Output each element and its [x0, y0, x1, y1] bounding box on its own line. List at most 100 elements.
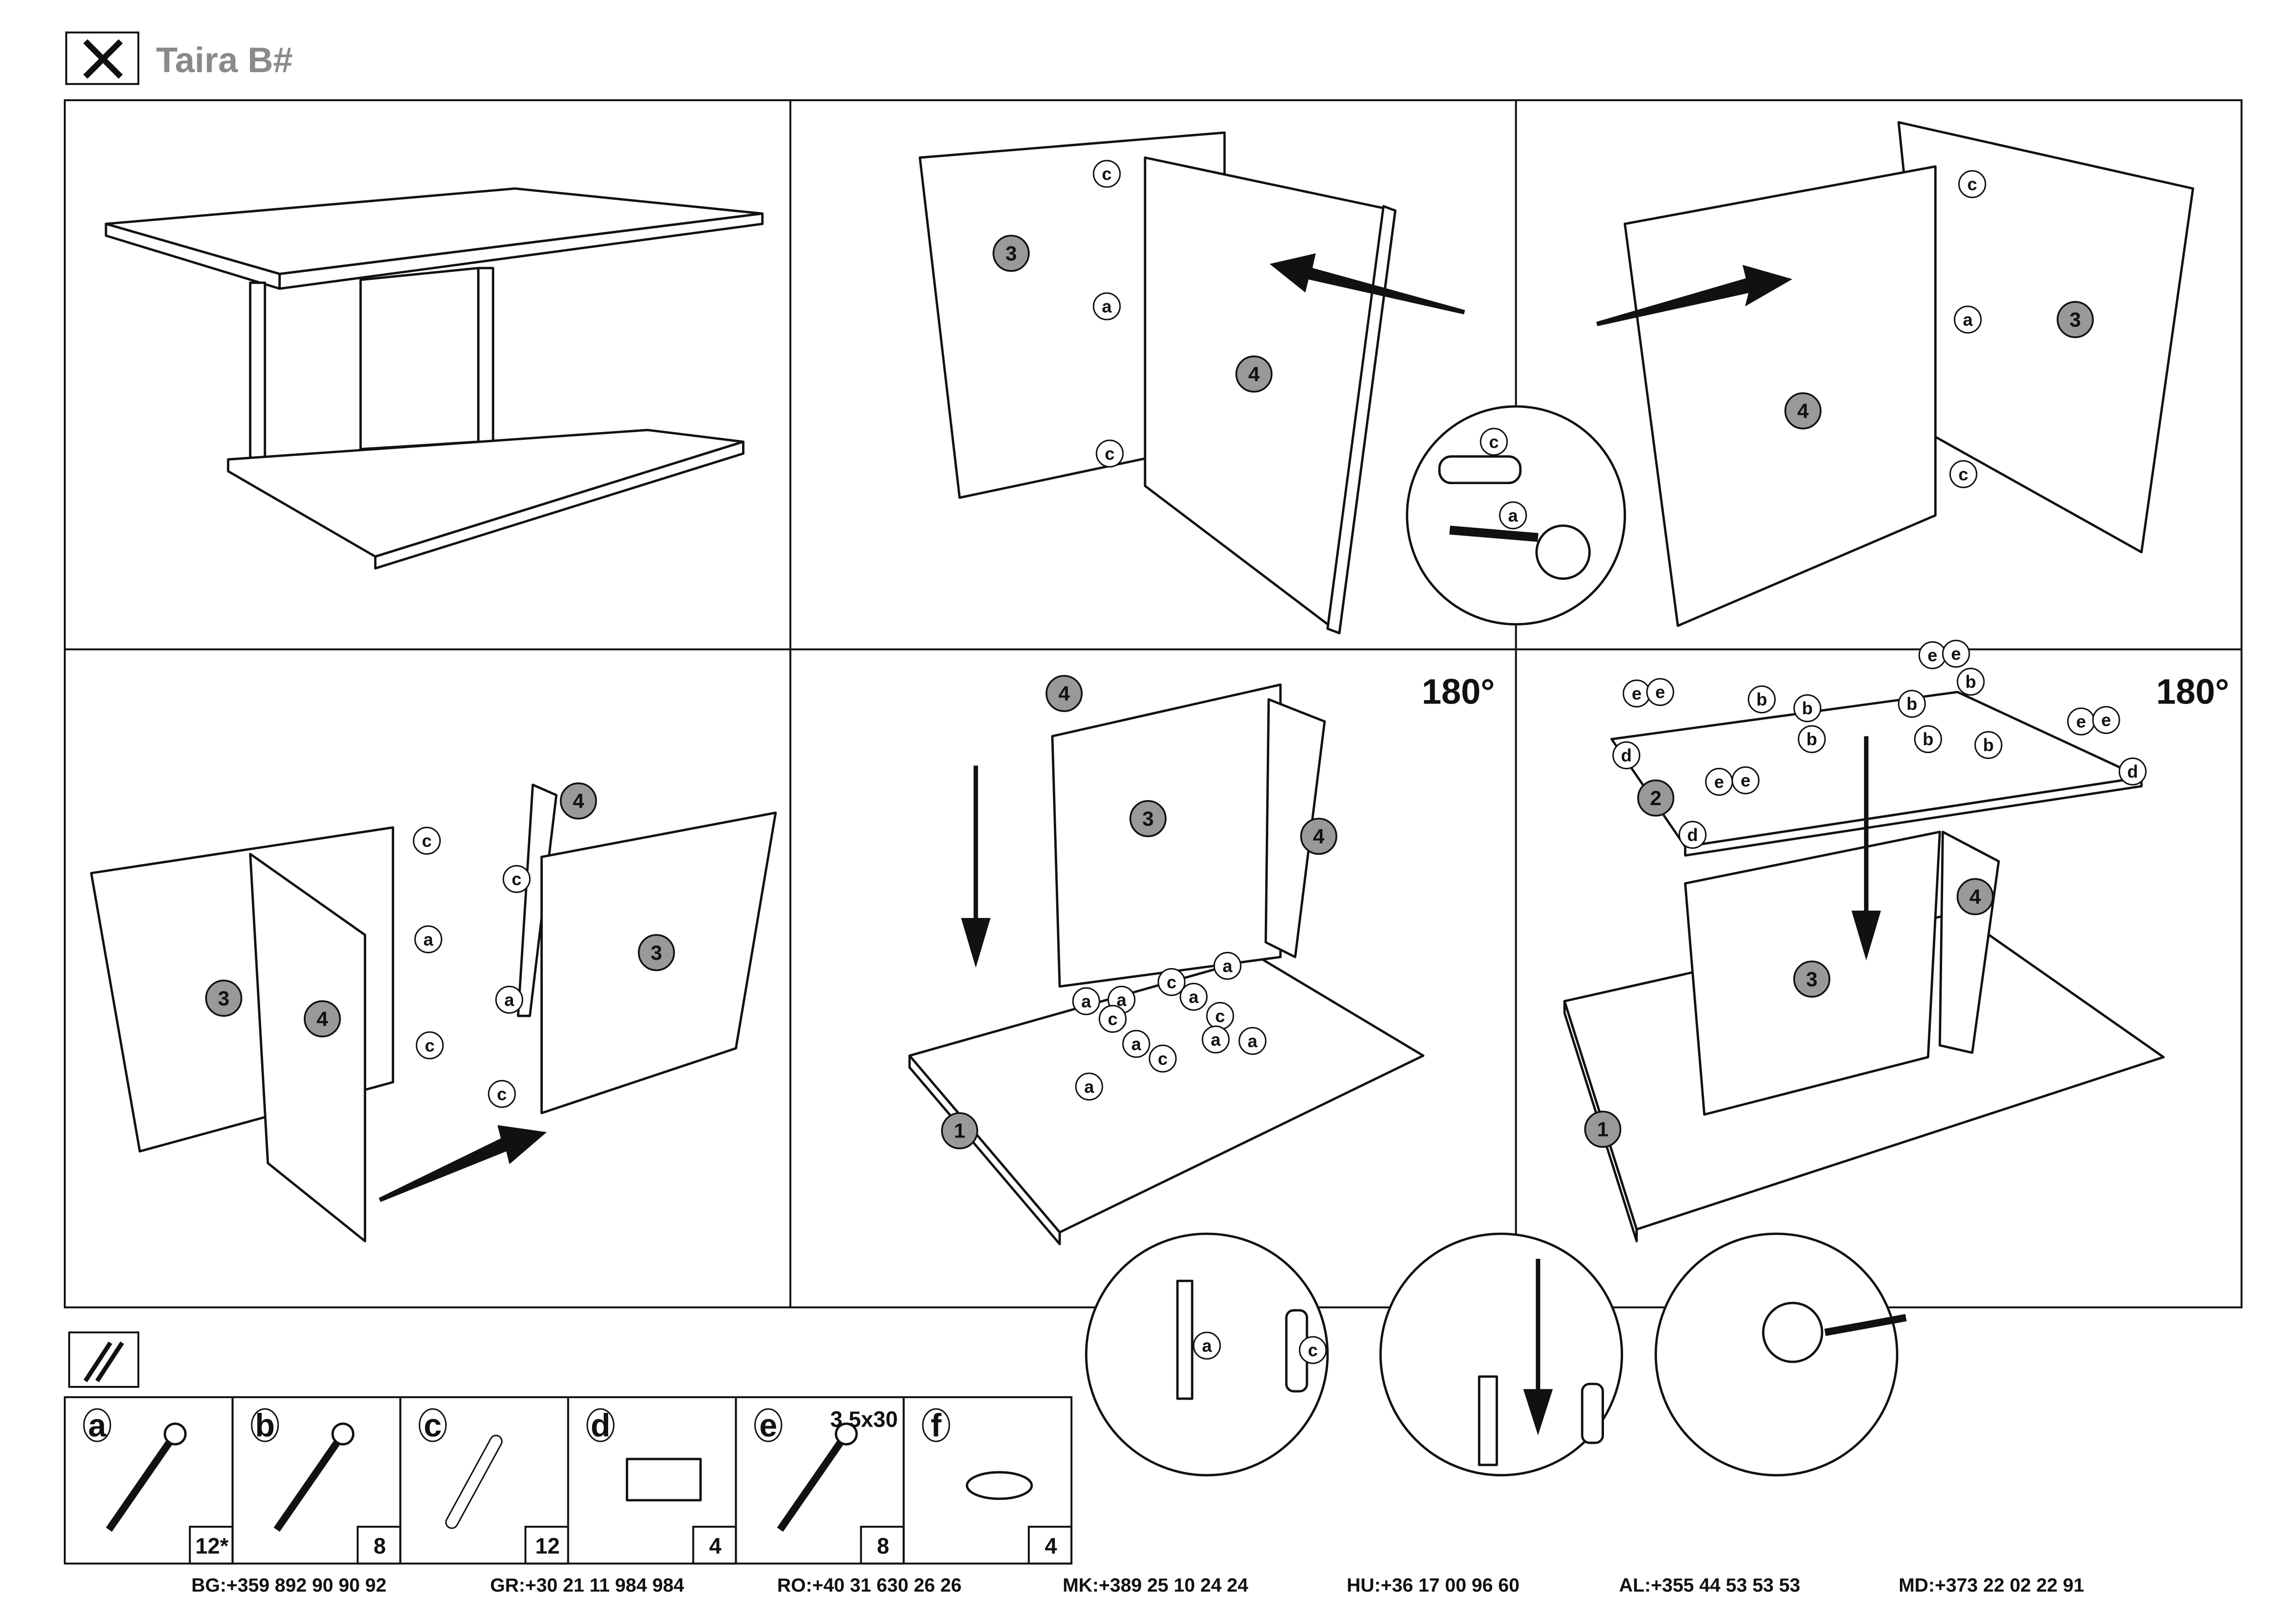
part-d-drawing	[626, 1458, 702, 1502]
part-f: f4	[903, 1396, 1073, 1565]
phone-bg: BG:+359 892 90 90 92	[191, 1575, 387, 1596]
support-phones: BG:+359 892 90 90 92 GR:+30 21 11 984 984…	[191, 1575, 2084, 1596]
svg-text:a: a	[1102, 296, 1112, 316]
phone-number: +359 892 90 90 92	[226, 1575, 386, 1596]
svg-text:c: c	[1308, 1340, 1318, 1360]
svg-text:a: a	[1211, 1029, 1221, 1050]
part-number-3: 3	[992, 235, 1030, 272]
phone-gr: GR:+30 21 11 984 984	[490, 1575, 685, 1596]
svg-text:a: a	[1189, 987, 1199, 1007]
part-number-4: 4	[1045, 675, 1083, 712]
country-code: GR:	[490, 1575, 525, 1596]
part-count: 12*	[195, 1533, 229, 1558]
svg-text:c: c	[1102, 164, 1112, 184]
svg-text:3: 3	[1806, 968, 1817, 991]
svg-text:a: a	[1248, 1031, 1258, 1051]
detail-zoom-circle: c a	[1406, 405, 1626, 626]
svg-text:4: 4	[317, 1007, 328, 1030]
svg-text:a: a	[424, 929, 434, 949]
callout-c: c	[1958, 170, 1986, 198]
svg-text:2: 2	[1650, 786, 1661, 810]
part-number-3: 3	[1129, 800, 1167, 838]
svg-text:1: 1	[954, 1119, 965, 1142]
svg-text:e: e	[1740, 770, 1750, 790]
part-f-drawing	[965, 1471, 1033, 1500]
svg-text:d: d	[1621, 745, 1632, 765]
phone-al: AL:+355 44 53 53 53	[1619, 1575, 1800, 1596]
svg-text:4: 4	[1248, 362, 1260, 385]
part-letter: b	[255, 1407, 275, 1443]
svg-text:a: a	[1117, 990, 1127, 1010]
svg-text:b: b	[1906, 694, 1917, 714]
phone-number: +355 44 53 53 53	[1651, 1575, 1800, 1596]
step-3-join-panels: 4 3 c a c	[1596, 121, 2194, 627]
phone-number: +373 22 02 22 91	[1935, 1575, 2084, 1596]
callouts: e e b b b e e b b b e e b e e d d d	[1612, 640, 2147, 849]
svg-text:b: b	[1756, 689, 1767, 709]
screws-icon	[68, 1331, 139, 1388]
tools-icon	[65, 31, 139, 85]
detail-zoom-tighten-cam	[1655, 1232, 1907, 1477]
country-code: RO:	[777, 1575, 812, 1596]
svg-text:3: 3	[1142, 807, 1153, 830]
svg-text:c: c	[1108, 1009, 1118, 1029]
callout-c: c	[1095, 439, 1124, 468]
part-number-3: 3	[2056, 301, 2094, 338]
part-d: d4	[567, 1396, 737, 1565]
svg-text:d: d	[2127, 761, 2138, 782]
step-6-attach-top: 180° 2 4 3 1 e e b b b e e b b b e e b e…	[1563, 640, 2229, 1243]
svg-text:c: c	[1167, 972, 1176, 992]
svg-text:e: e	[2101, 710, 2111, 730]
detail-zoom-insert-fittings: a c	[1085, 1232, 1329, 1477]
svg-text:3: 3	[2070, 308, 2081, 331]
part-e-drawing	[777, 1422, 858, 1532]
svg-text:c: c	[512, 869, 522, 889]
phone-number: +30 21 11 984 984	[525, 1575, 684, 1596]
callout-a: a	[495, 985, 524, 1014]
country-code: HU:	[1347, 1575, 1381, 1596]
part-number-3: 3	[205, 979, 242, 1017]
svg-text:4: 4	[1058, 682, 1070, 705]
part-e: e83.5x30	[735, 1396, 905, 1565]
svg-text:c: c	[497, 1084, 507, 1104]
country-code: AL:	[1619, 1575, 1651, 1596]
part-count: 8	[877, 1533, 889, 1558]
part-b: b8	[231, 1396, 401, 1565]
svg-text:a: a	[1508, 505, 1519, 525]
part-c-drawing	[445, 1435, 503, 1529]
callout-c: c	[503, 865, 531, 893]
svg-text:c: c	[1958, 464, 1968, 484]
svg-text:e: e	[1632, 683, 1642, 704]
part-number-1: 1	[941, 1112, 978, 1150]
step-2-join-panels: 3 4 c a c c a	[918, 131, 1626, 635]
part-a-drawing	[106, 1422, 187, 1532]
svg-text:e: e	[1951, 644, 1961, 664]
product-title: Taira B#	[156, 41, 293, 80]
part-b-drawing	[273, 1422, 355, 1532]
callout-c: c	[1093, 160, 1121, 188]
part-number-1: 1	[1584, 1110, 1622, 1148]
part-number-4: 4	[1784, 392, 1822, 430]
svg-text:a: a	[1223, 956, 1233, 976]
callouts: a a c c a a c a c a a a	[1072, 951, 1267, 1101]
svg-text:c: c	[425, 1035, 435, 1056]
svg-text:b: b	[1806, 729, 1817, 749]
part-count: 12	[535, 1533, 560, 1558]
part-a: a12*	[63, 1396, 234, 1565]
phone-hu: HU:+36 17 00 96 60	[1347, 1575, 1520, 1596]
part-letter: d	[590, 1407, 610, 1443]
phone-mk: MK:+389 25 10 24 24	[1063, 1575, 1248, 1596]
svg-text:3: 3	[651, 941, 662, 964]
svg-text:a: a	[1081, 991, 1092, 1011]
svg-text:c: c	[422, 831, 432, 851]
part-c: c12	[399, 1396, 569, 1565]
part-number-4: 4	[303, 1000, 341, 1038]
svg-text:b: b	[1983, 735, 1994, 755]
part-number-4: 4	[1300, 817, 1337, 855]
phone-ro: RO:+40 31 630 26 26	[777, 1575, 961, 1596]
svg-text:b: b	[1802, 698, 1813, 718]
svg-text:e: e	[1927, 645, 1937, 665]
country-code: MK:	[1063, 1575, 1099, 1596]
